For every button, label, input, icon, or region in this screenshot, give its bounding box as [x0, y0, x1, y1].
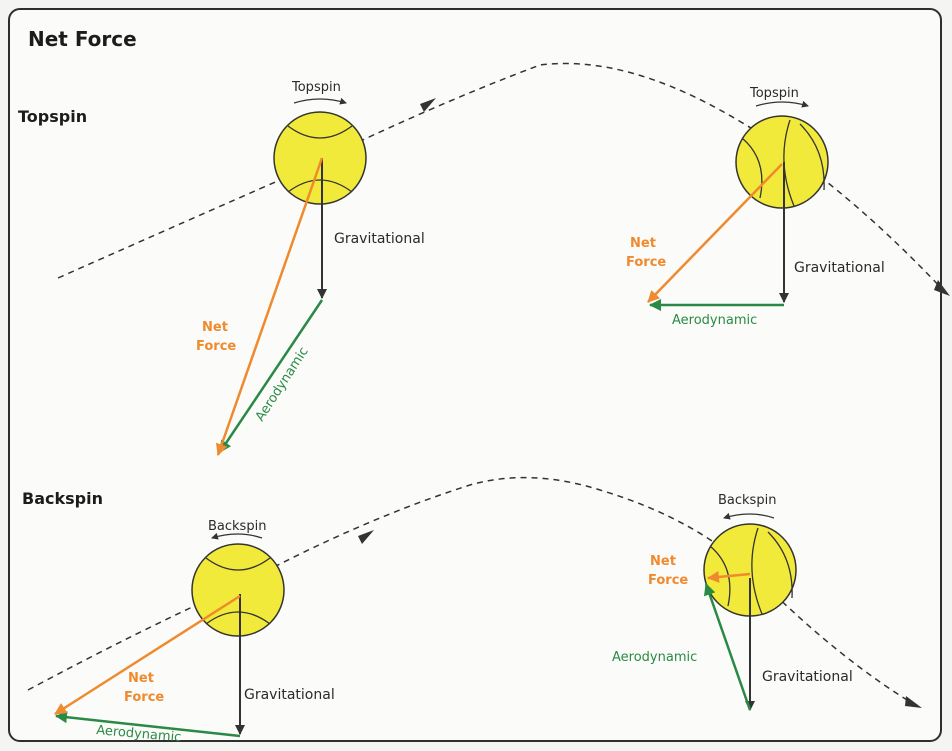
diagram-title: Net Force [28, 27, 137, 51]
topspin-section-label: Topspin [18, 107, 87, 126]
topspin-left-spin-arrow [293, 97, 347, 105]
backspin-left-aerodynamic-label: Aerodynamic [96, 723, 182, 745]
topspin-left-ball [273, 111, 367, 205]
backspin-left-spin-arrow [211, 532, 263, 540]
backspin-right-aerodynamic-label: Aerodynamic [612, 650, 697, 665]
topspin-trajectory-end-arrow [934, 280, 950, 296]
backspin-left-ball [191, 543, 285, 637]
backspin-left-net-force-label-line1: Net [128, 671, 154, 686]
backspin-right-net-force-label-line1: Net [650, 554, 676, 569]
backspin-section-label: Backspin [22, 489, 103, 508]
topspin-left-net-force-label-line2: Force [196, 339, 236, 354]
backspin-left-gravitational-label: Gravitational [244, 687, 335, 703]
topspin-left-net-force-arrow [215, 157, 324, 456]
topspin-right-spin-label: Topspin [749, 86, 799, 101]
topspin-left-aerodynamic-label: Aerodynamic [253, 345, 312, 425]
topspin-right-net-force-arrow [647, 163, 783, 303]
backspin-left-net-force-label-line2: Force [124, 690, 164, 705]
backspin-right-net-force-arrow [707, 570, 751, 583]
topspin-left-net-force-label-line1: Net [202, 320, 228, 335]
backspin-trajectory-arrow [358, 530, 374, 544]
topspin-right-net-force-label-line2: Force [626, 255, 666, 270]
backspin-right-gravitational-label: Gravitational [762, 669, 853, 685]
backspin-right-spin-label: Backspin [718, 493, 776, 508]
backspin-right-spin-arrow [723, 512, 775, 520]
backspin-left-net-force-arrow [54, 594, 241, 716]
topspin-right-net-force-label-line1: Net [630, 236, 656, 251]
backspin-left-spin-label: Backspin [208, 519, 266, 534]
topspin-right-aerodynamic-label: Aerodynamic [672, 313, 757, 328]
topspin-right-gravitational-label: Gravitational [794, 260, 885, 276]
topspin-right-ball [735, 115, 829, 209]
backspin-right-aerodynamic-arrow [703, 583, 752, 711]
topspin-right-spin-arrow [755, 100, 809, 108]
backspin-trajectory-end-arrow [905, 696, 922, 708]
topspin-trajectory-arrow [420, 98, 436, 112]
backspin-right-net-force-label-line2: Force [648, 573, 688, 588]
backspin-left-aerodynamic-arrow [55, 711, 241, 738]
topspin-left-aerodynamic-arrow [218, 299, 324, 453]
topspin-left-gravitational-label: Gravitational [334, 231, 425, 247]
topspin-left-spin-label: Topspin [291, 80, 341, 95]
